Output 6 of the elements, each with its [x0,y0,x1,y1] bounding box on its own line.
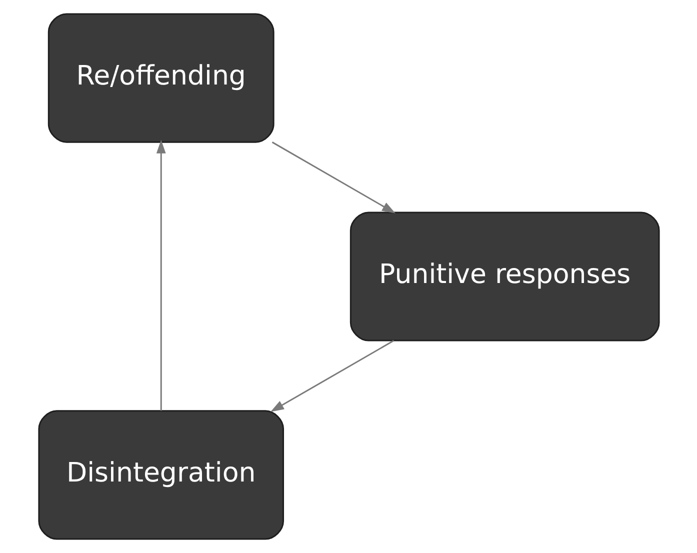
arrow [271,142,395,214]
node-box: Disintegration [38,410,284,540]
arrow [270,340,394,412]
arrow [156,140,166,411]
node-box: Punitive responses [349,212,660,342]
node-box: Re/offending [47,13,274,143]
